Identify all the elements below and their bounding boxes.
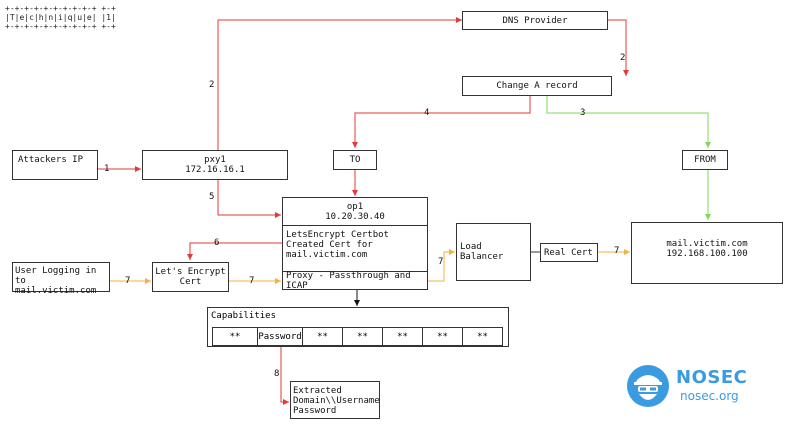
op1-ip: 10.20.30.40 bbox=[325, 211, 385, 222]
proxy-node: Proxy - Passthrough and ICAP bbox=[282, 270, 428, 291]
mail-server-host: mail.victim.com bbox=[666, 239, 748, 249]
capability-cell: ** bbox=[342, 327, 383, 346]
load-balancer-node: Load Balancer bbox=[456, 223, 531, 281]
from-node: FROM bbox=[682, 150, 728, 170]
edge-label-change-to: 4 bbox=[424, 108, 430, 118]
user-login-line-2: mail.victim.com bbox=[15, 286, 97, 296]
real-cert-node: Real Cert bbox=[540, 243, 598, 262]
nosec-logo-name: NOSEC bbox=[676, 367, 748, 388]
change-a-record-node: Change A record bbox=[462, 76, 612, 96]
banner-line-2: |T|e|c|h|n|i|q|u|e| |1| bbox=[5, 13, 116, 22]
dns-provider-node: DNS Provider bbox=[462, 11, 608, 30]
le-cert-line-1: Let's Encrypt bbox=[155, 267, 226, 277]
dns-provider-label: DNS Provider bbox=[502, 15, 568, 26]
capability-cell: ** bbox=[212, 327, 258, 346]
capability-cell: ** bbox=[462, 327, 503, 346]
mail-server-ip: 192.168.100.100 bbox=[666, 249, 748, 259]
op1-node: op1 10.20.30.40 bbox=[282, 197, 428, 226]
to-label: TO bbox=[349, 155, 361, 165]
capability-cell: ** bbox=[302, 327, 343, 346]
attackers-ip-label: Attackers IP bbox=[18, 155, 84, 165]
change-a-record-label: Change A record bbox=[496, 81, 578, 91]
edge-label-real-mail: 7 bbox=[614, 246, 620, 256]
certbot-node: LetsEncrypt Certbot Created Cert for mai… bbox=[282, 225, 428, 272]
edge-label-cap-extracted: 8 bbox=[274, 369, 280, 379]
attackers-ip-node: Attackers IP bbox=[12, 150, 98, 180]
pxy1-node: pxy1 172.16.16.1 bbox=[142, 150, 288, 180]
edge-label-le-proxy: 7 bbox=[249, 276, 255, 286]
edge-change-a-record-to bbox=[352, 96, 531, 148]
extracted-node: Extracted Domain\\Username Password bbox=[290, 381, 380, 419]
capability-cell: ** bbox=[382, 327, 423, 346]
load-balancer-label: Load Balancer bbox=[460, 242, 504, 262]
edge-certbot-le-cert bbox=[187, 242, 283, 260]
extracted-line-2: Domain\\Username bbox=[293, 396, 380, 406]
banner-line-1: +-+-+-+-+-+-+-+-+-+ +-+ bbox=[5, 4, 116, 13]
extracted-line-3: Password bbox=[293, 406, 337, 416]
nosec-logo-site: nosec.org bbox=[680, 389, 739, 403]
capability-cell: ** bbox=[422, 327, 463, 346]
edge-proxy-load-balancer bbox=[428, 249, 455, 282]
certbot-line-3: mail.victim.com bbox=[286, 250, 368, 260]
real-cert-label: Real Cert bbox=[544, 247, 593, 258]
le-cert-node: Let's Encrypt Cert bbox=[152, 262, 229, 292]
certbot-line-1: LetsEncrypt Certbot bbox=[286, 230, 389, 240]
user-login-line-1: User Logging in to bbox=[15, 266, 97, 286]
edge-pxy1-dns-provider bbox=[217, 17, 462, 150]
to-node: TO bbox=[333, 150, 377, 170]
edge-label-pxy1-dns: 2 bbox=[209, 80, 215, 90]
edge-label-proxy-lb: 7 bbox=[438, 257, 444, 267]
from-label: FROM bbox=[694, 155, 716, 165]
nosec-spy-icon bbox=[627, 365, 669, 407]
pxy1-name: pxy1 bbox=[204, 155, 226, 165]
edge-label-certbot-le: 6 bbox=[214, 238, 220, 248]
capability-cell-password: Password bbox=[257, 327, 303, 346]
edge-dns-provider-change-a-record bbox=[608, 19, 629, 76]
mail-server-node: mail.victim.com 192.168.100.100 bbox=[631, 222, 783, 284]
op1-name: op1 bbox=[346, 201, 364, 212]
extracted-line-1: Extracted bbox=[293, 386, 342, 396]
edge-label-pxy1-op1: 5 bbox=[209, 192, 215, 202]
certbot-line-2: Created Cert for bbox=[286, 240, 373, 250]
edge-password-extracted bbox=[280, 346, 289, 405]
technique-banner: +-+-+-+-+-+-+-+-+-+ +-+ |T|e|c|h|n|i|q|u… bbox=[5, 4, 116, 31]
capabilities-label: Capabilities bbox=[211, 311, 277, 321]
proxy-label: Proxy - Passthrough and ICAP bbox=[286, 270, 411, 291]
banner-line-3: +-+-+-+-+-+-+-+-+-+ +-+ bbox=[5, 22, 116, 31]
edge-label-user-le: 7 bbox=[125, 276, 131, 286]
edge-label-attacker-pxy1: 1 bbox=[104, 164, 110, 174]
user-login-node: User Logging in to mail.victim.com bbox=[12, 262, 110, 296]
le-cert-line-2: Cert bbox=[179, 277, 202, 287]
edge-pxy1-op1 bbox=[217, 180, 281, 218]
edge-change-a-record-from bbox=[546, 96, 711, 148]
edge-label-change-from: 3 bbox=[580, 108, 586, 118]
nosec-logo: NOSEC nosec.org bbox=[626, 362, 776, 410]
edge-label-dns-change: 2 bbox=[620, 53, 626, 63]
pxy1-ip: 172.16.16.1 bbox=[185, 165, 245, 175]
